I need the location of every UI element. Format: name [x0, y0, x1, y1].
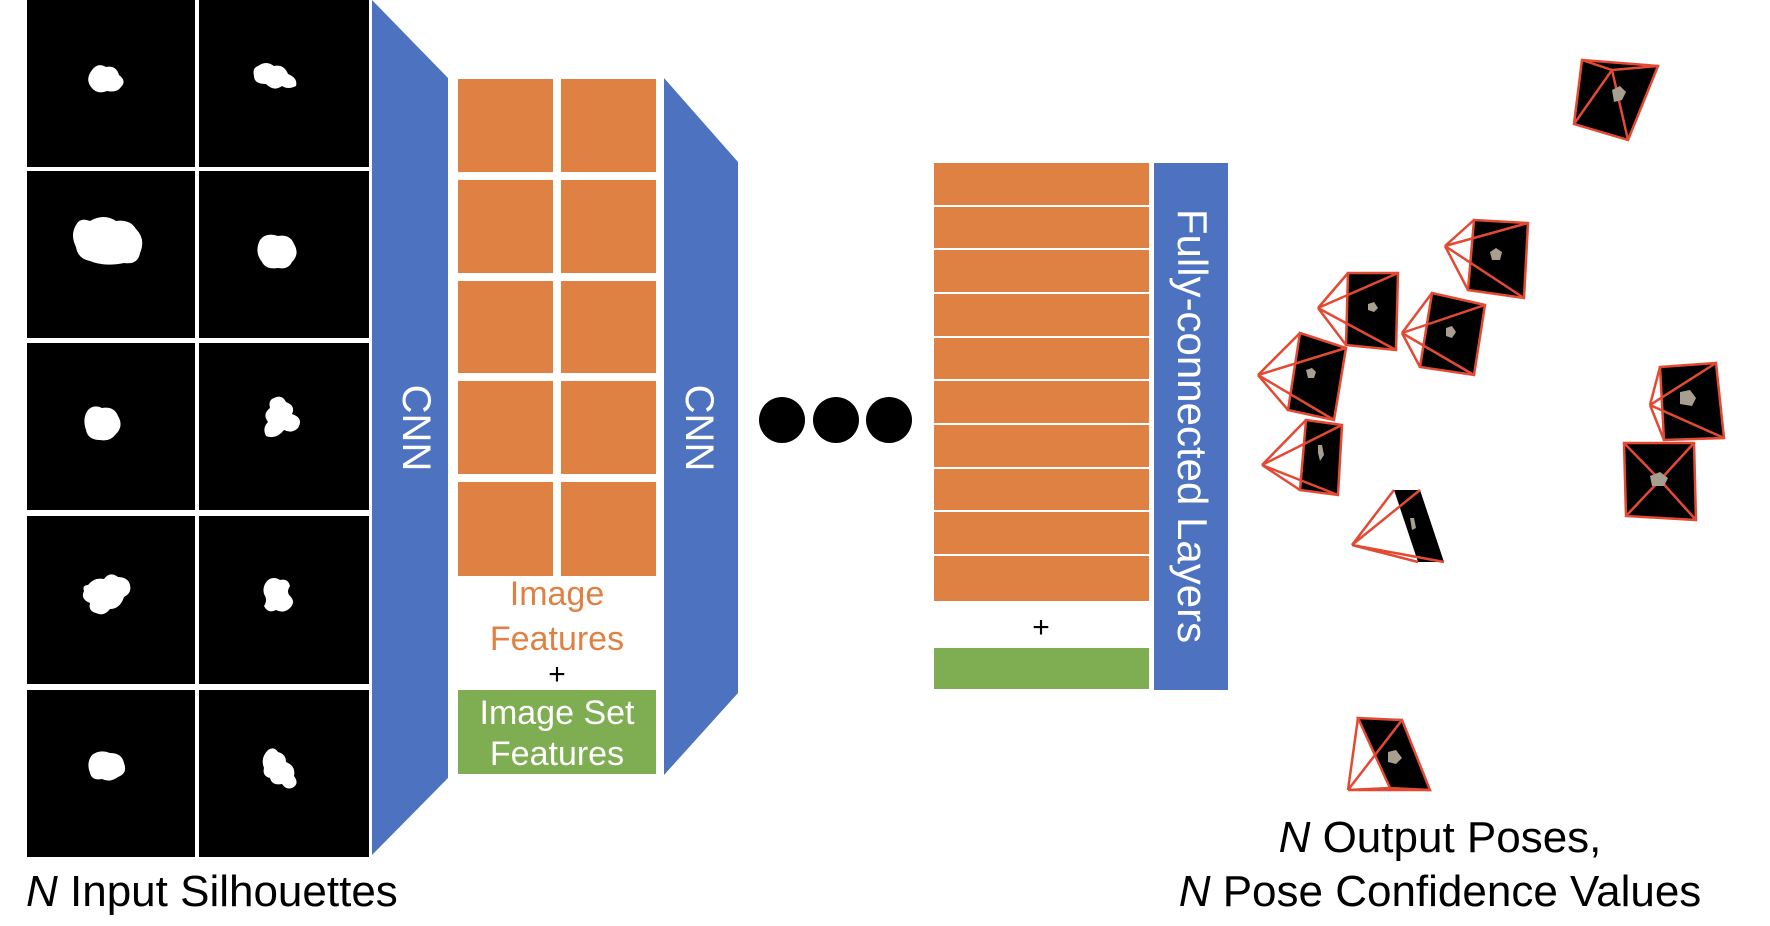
output-caption-line2-text: Pose Confidence Values: [1210, 867, 1701, 916]
silhouette-shape: [73, 217, 143, 265]
fc-layer: [934, 469, 1149, 510]
image-set-features-line1: Image Set: [480, 694, 636, 732]
cnn-label-2: CNN: [677, 385, 721, 472]
fc-layer: [934, 163, 1149, 205]
feature-cell: [458, 180, 553, 273]
camera-pose: [1257, 331, 1348, 422]
output-caption-line1-text: Output Poses,: [1310, 813, 1601, 862]
camera-frustum: [1623, 442, 1697, 521]
camera-pose: [1261, 418, 1344, 497]
camera-image-plane: [1286, 331, 1348, 422]
camera-pose: [1572, 58, 1660, 142]
silhouette-shape: [263, 578, 293, 612]
camera-frustum: [1400, 292, 1486, 377]
image-set-features-box: [458, 690, 656, 774]
camera-pose: [1443, 218, 1530, 300]
camera-frustum: [1261, 419, 1343, 497]
cnn-trapezoid-2: [664, 78, 738, 775]
fc-label: Fully-connected Layers: [1169, 209, 1216, 643]
camera-pose: [1622, 441, 1698, 522]
cnn-block-1: CNN: [372, 0, 448, 855]
silhouette-shape: [264, 396, 300, 438]
image-set-features-line2: Features: [490, 735, 624, 773]
output-caption-line1-n: N: [1279, 813, 1311, 862]
camera-frustum: [1572, 58, 1659, 141]
input-caption: N Input Silhouettes: [26, 867, 398, 916]
camera-pose: [1648, 361, 1726, 442]
features-plus-sign: +: [548, 658, 566, 691]
camera-object: [1680, 390, 1696, 406]
camera-frustum: [1257, 332, 1347, 422]
silhouette-shape: [253, 63, 297, 89]
camera-object: [1368, 302, 1378, 312]
feature-cell: [458, 79, 553, 172]
camera-object: [1612, 86, 1626, 102]
camera-object: [1318, 445, 1324, 461]
output-poses: [1257, 58, 1726, 792]
input-caption-n: N: [26, 867, 58, 916]
fc-plus-sign: +: [1032, 611, 1050, 644]
silhouette-shape: [257, 234, 297, 269]
fc-layer: [934, 250, 1149, 292]
camera-object: [1650, 472, 1668, 486]
fc-label-bar: [1154, 163, 1228, 690]
fc-layer: [934, 294, 1149, 336]
feature-cell: [561, 79, 656, 172]
feature-cell: [561, 180, 656, 273]
feature-cell: [561, 482, 656, 576]
ellipsis-dot: [813, 397, 859, 443]
cnn-trapezoid-1: [372, 0, 448, 855]
camera-pose: [1400, 291, 1487, 377]
feature-cell: [561, 281, 656, 373]
image-features-label-line1: Image: [510, 575, 605, 613]
feature-cell: [561, 381, 656, 474]
input-caption-text: Input Silhouettes: [58, 867, 398, 916]
cnn-block-2: CNN: [664, 78, 738, 775]
fc-layer: [934, 207, 1149, 248]
camera-object: [1306, 368, 1316, 378]
image-features-label-line2: Features: [490, 620, 624, 658]
fc-layer: [934, 338, 1149, 379]
camera-pose: [1346, 716, 1432, 792]
ellipsis-dot: [866, 397, 912, 443]
camera-pose: [1317, 271, 1400, 352]
fc-set-feature-bar: [934, 648, 1149, 689]
camera-frustum: [1443, 219, 1529, 300]
feature-cell: [458, 281, 553, 373]
camera-object: [1410, 518, 1416, 530]
camera-object: [1446, 326, 1456, 338]
feature-cell: [458, 482, 553, 576]
camera-object: [1490, 248, 1502, 260]
camera-frustum: [1351, 489, 1445, 564]
fc-layer: [934, 512, 1149, 554]
feature-cell: [458, 381, 553, 474]
silhouette-shape: [88, 751, 126, 781]
camera-frustum: [1648, 361, 1725, 441]
cnn-label-1: CNN: [394, 385, 438, 472]
output-caption-line2-n: N: [1179, 867, 1211, 916]
camera-object: [1388, 750, 1402, 764]
ellipsis-dot: [759, 397, 805, 443]
camera-pose: [1351, 489, 1445, 564]
camera-frustum: [1346, 717, 1430, 792]
camera-image-plane: [1394, 490, 1444, 562]
image-features-grid: Image Features + Image Set Features: [458, 79, 656, 774]
output-caption-line2: N Pose Confidence Values: [1179, 867, 1702, 916]
silhouette-shape: [84, 406, 121, 441]
fc-layer: [934, 381, 1149, 423]
fc-layer: [934, 425, 1149, 467]
camera-frustum: [1317, 271, 1399, 352]
fc-layer: [934, 556, 1149, 601]
silhouette-shape: [262, 748, 297, 789]
input-silhouettes-grid: [26, 0, 370, 858]
ellipsis-dots: [759, 397, 912, 443]
output-caption-line1: N Output Poses,: [1279, 813, 1602, 862]
silhouette-shape: [82, 574, 131, 615]
silhouette-shape: [88, 65, 124, 93]
fully-connected-stack: + Fully-connected Layers: [934, 163, 1228, 690]
